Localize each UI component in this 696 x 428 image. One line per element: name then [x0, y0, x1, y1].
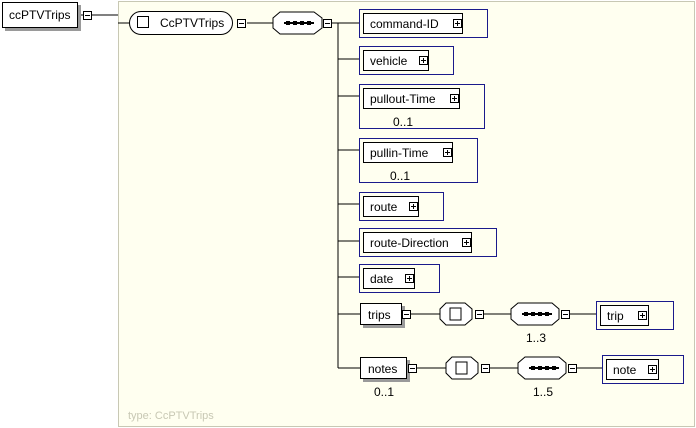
collapse-toggle-icon[interactable] [561, 310, 570, 319]
collapse-toggle-icon[interactable] [402, 310, 411, 319]
occurrence-label: 0..1 [393, 115, 414, 129]
element-label: pullout-Time [370, 92, 436, 106]
element-label: pullin-Time [370, 146, 429, 160]
collapse-toggle-icon[interactable] [475, 310, 484, 319]
complex-type-icon [446, 357, 479, 379]
element-label: note [613, 363, 637, 377]
element-notes[interactable]: notes [360, 357, 407, 379]
element-group-note: note [602, 355, 684, 384]
element-command-id[interactable]: command-ID [363, 13, 463, 34]
occurrence-label: 0..1 [374, 385, 395, 399]
expand-toggle-icon[interactable] [462, 238, 471, 247]
element-vehicle[interactable]: vehicle [363, 50, 429, 71]
element-group-route-direction: route-Direction [359, 228, 497, 257]
element-label: trip [607, 309, 624, 323]
expand-toggle-icon[interactable] [443, 148, 452, 157]
expand-toggle-icon[interactable] [409, 202, 418, 211]
element-trip[interactable]: trip [600, 305, 649, 326]
element-label: notes [368, 362, 398, 376]
collapse-toggle-icon[interactable] [323, 19, 332, 28]
element-pullout-time[interactable]: pullout-Time [363, 88, 460, 109]
collapse-toggle-icon[interactable] [237, 19, 246, 28]
element-label: trips [368, 308, 391, 322]
expand-toggle-icon[interactable] [450, 94, 459, 103]
complex-type-icon [440, 303, 473, 325]
element-label: route-Direction [370, 236, 449, 250]
sequence-compositor-icon [511, 303, 560, 325]
element-label: command-ID [370, 17, 439, 31]
expand-toggle-icon[interactable] [405, 274, 414, 283]
element-group-pullin-time: pullin-Time 0..1 [359, 138, 478, 183]
occurrence-label: 0..1 [390, 169, 411, 183]
root-element-label: ccPTVTrips [9, 8, 71, 22]
collapse-toggle-icon[interactable] [408, 364, 417, 373]
element-route[interactable]: route [363, 196, 419, 217]
complex-type-ccptvtrips: CcPTVTrips [129, 11, 233, 35]
type-label: type: CcPTVTrips [128, 410, 214, 422]
element-group-vehicle: vehicle [359, 46, 454, 75]
element-group-pullout-time: pullout-Time 0..1 [359, 84, 485, 129]
complex-type-icon [137, 16, 149, 28]
expand-toggle-icon[interactable] [453, 19, 462, 28]
sequence-occurrence-label: 1..5 [533, 385, 554, 399]
expand-toggle-icon[interactable] [648, 365, 657, 374]
expand-toggle-icon[interactable] [638, 311, 647, 320]
element-group-date: date [359, 264, 440, 293]
element-note[interactable]: note [606, 359, 659, 380]
collapse-toggle-icon[interactable] [83, 11, 92, 20]
element-pullin-time[interactable]: pullin-Time [363, 142, 453, 163]
sequence-compositor-icon [273, 12, 322, 34]
element-date[interactable]: date [363, 268, 415, 289]
sequence-compositor-icon [518, 357, 567, 379]
sequence-occurrence-label: 1..3 [526, 331, 547, 345]
element-trips[interactable]: trips [360, 303, 402, 325]
root-element-ccptvtrips[interactable]: ccPTVTrips [2, 2, 78, 28]
element-route-direction[interactable]: route-Direction [363, 232, 472, 253]
element-group-command-id: command-ID [359, 9, 488, 38]
element-label: date [370, 272, 394, 286]
element-group-trip: trip [596, 301, 674, 330]
expand-toggle-icon[interactable] [419, 56, 428, 65]
collapse-toggle-icon[interactable] [481, 364, 490, 373]
complex-type-label: CcPTVTrips [160, 16, 225, 30]
collapse-toggle-icon[interactable] [568, 364, 577, 373]
element-label: route [370, 200, 398, 214]
element-group-route: route [359, 192, 444, 221]
element-label: vehicle [370, 54, 408, 68]
